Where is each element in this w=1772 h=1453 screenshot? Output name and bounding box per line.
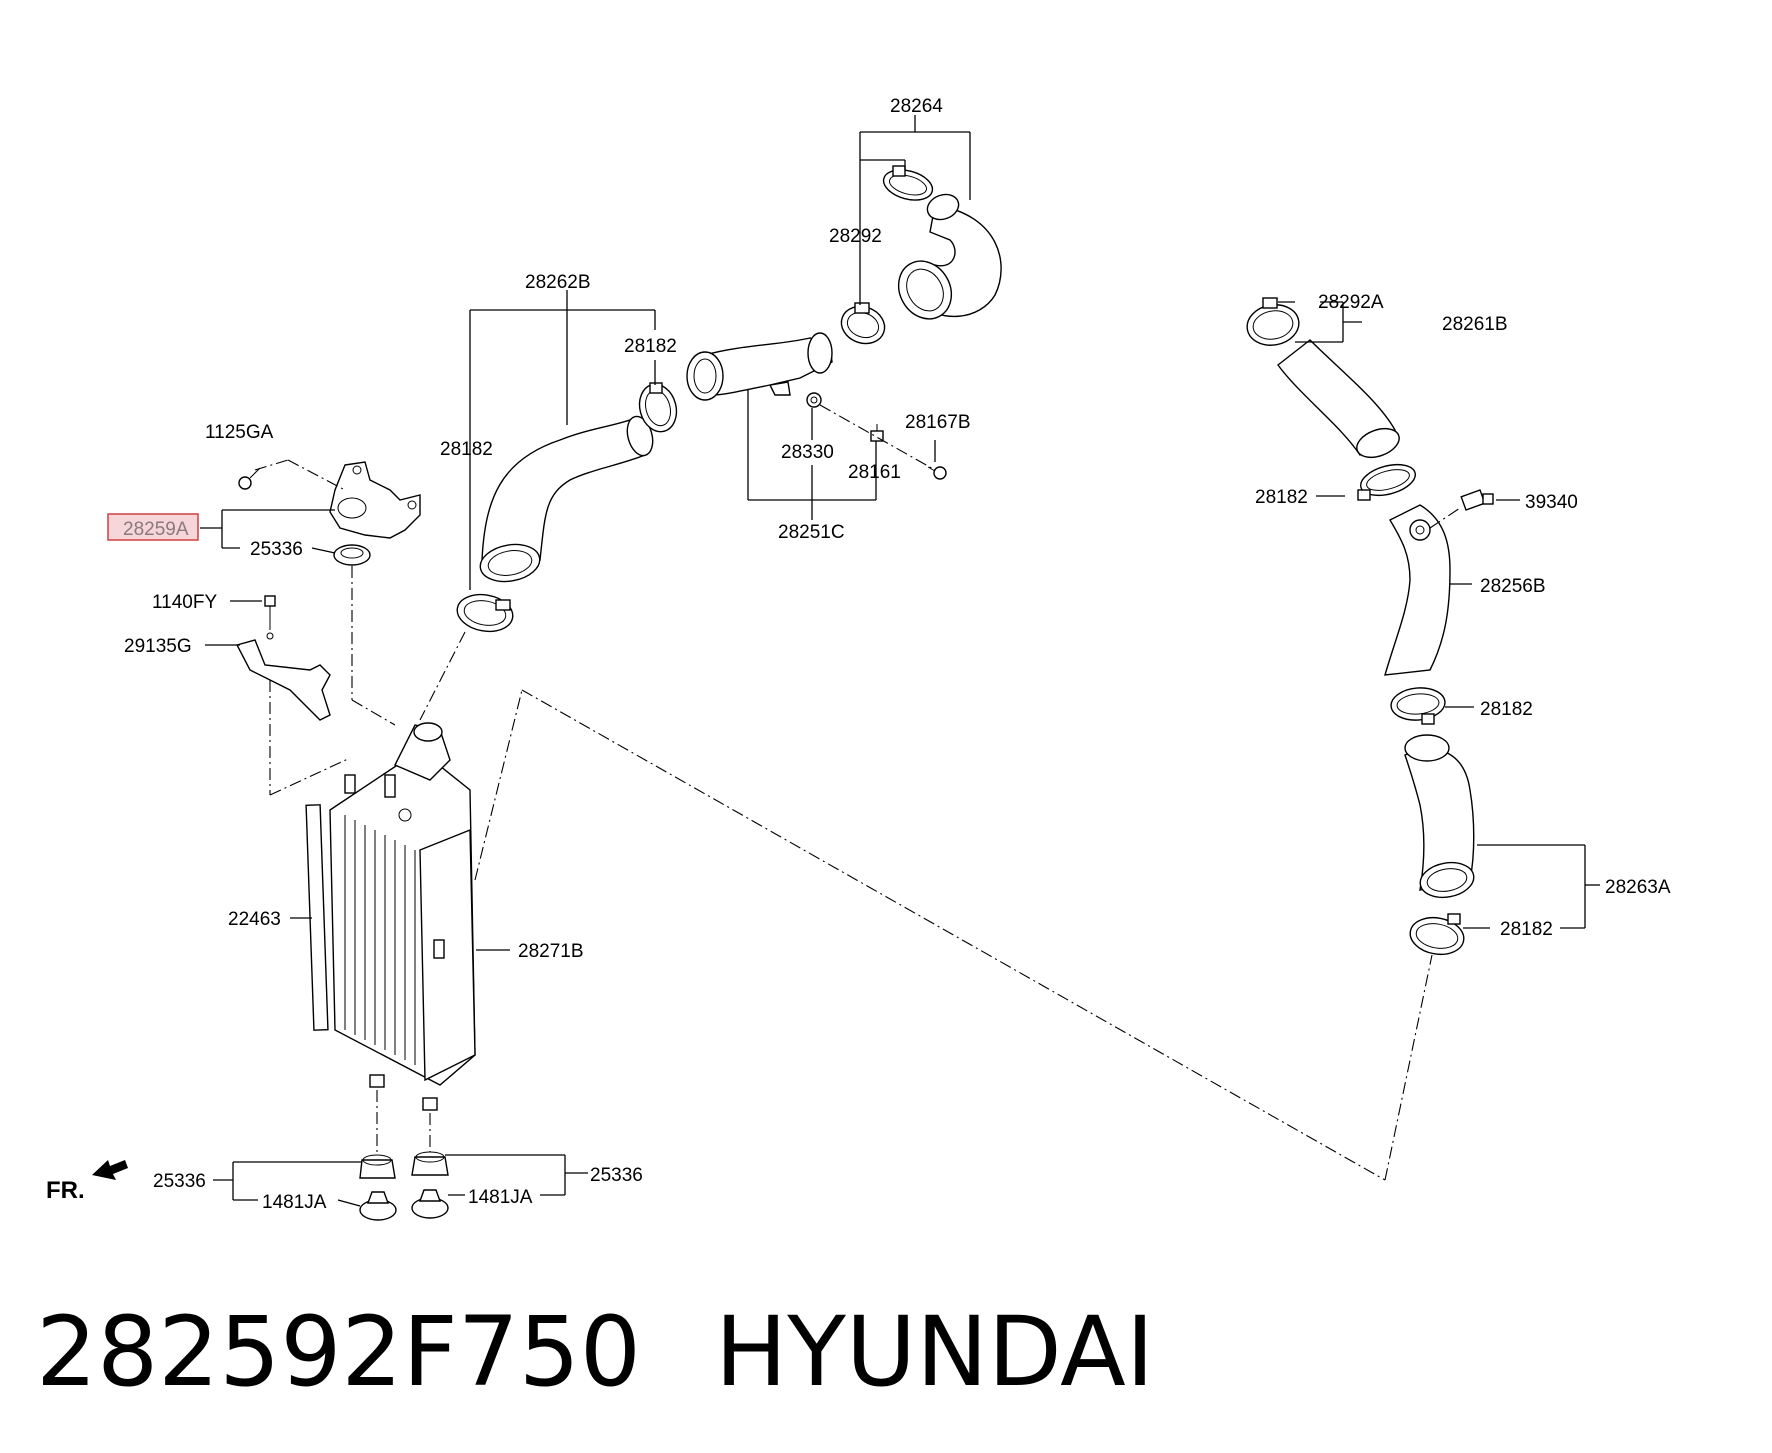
label-28182-right-2: 28182 (1480, 699, 1533, 720)
deflector-29135g (235, 639, 351, 796)
label-28259a: 28259A (123, 519, 189, 540)
clamp-28292a (1246, 297, 1300, 346)
grommet-25336-top (333, 544, 396, 726)
label-28182-left: 28182 (440, 439, 493, 460)
label-28182-top: 28182 (624, 336, 677, 357)
clamp-28182-upper (638, 382, 678, 433)
label-28182-right-3: 28182 (1500, 919, 1553, 940)
clamp-28182-right-3 (1409, 913, 1465, 956)
label-1481ja-left: 1481JA (262, 1192, 327, 1213)
front-arrow-icon (92, 1160, 128, 1180)
grommet-25336-bottom-right (411, 1113, 449, 1176)
label-28256b: 28256B (1480, 576, 1546, 597)
leader-lines (200, 115, 1600, 1207)
hose-28263a (1404, 734, 1475, 899)
label-28182-right-1: 28182 (1255, 487, 1308, 508)
pipe-28256b (1384, 504, 1451, 676)
label-28262b: 28262B (525, 272, 591, 293)
bushing-1481ja-right (411, 1189, 449, 1219)
intercooler-fins (344, 815, 416, 1065)
elbow-hose-28264 (897, 193, 1002, 320)
hose-28261b (1277, 339, 1400, 459)
caption: 282592F750 HYUNDAI (36, 1296, 1154, 1408)
label-28251c: 28251C (778, 522, 845, 543)
part-number: 282592F750 (36, 1296, 641, 1408)
label-28264: 28264 (890, 96, 943, 117)
label-28292a: 28292A (1318, 292, 1384, 313)
front-label: FR. (46, 1177, 85, 1204)
highlight-box-28259a (107, 513, 199, 541)
pipe-28251c (686, 332, 833, 401)
bolt-1140fy (264, 595, 276, 640)
label-28261b: 28261B (1442, 314, 1508, 335)
bushing-1481ja-left (359, 1191, 397, 1221)
grommet-25336-bottom-left (359, 1090, 396, 1179)
bolt-28167B (819, 404, 947, 480)
label-28271b: 28271B (518, 941, 584, 962)
bolt-28161 (870, 424, 884, 442)
label-1125ga: 1125GA (205, 422, 274, 443)
clamp-28182-right-2 (1390, 687, 1446, 725)
label-28263a: 28263A (1605, 877, 1671, 898)
routing-lines (419, 631, 1433, 1181)
label-28330: 28330 (781, 442, 834, 463)
label-1481ja-right: 1481JA (468, 1187, 533, 1208)
label-28167b: 28167B (905, 412, 971, 433)
intercooler-assembly (305, 722, 476, 1111)
sensor-39340 (1429, 489, 1494, 529)
bracket-28259a (329, 461, 421, 539)
clamp-28182-lower (456, 593, 514, 633)
label-28161: 28161 (848, 462, 901, 483)
front-direction-indicator: FR. (46, 1160, 128, 1204)
label-25336-top: 25336 (250, 539, 303, 560)
label-1140fy: 1140FY (152, 592, 217, 613)
brand-name: HYUNDAI (715, 1296, 1154, 1408)
nut-28330 (806, 392, 822, 408)
bolt-1125ga (238, 459, 346, 491)
label-22463: 22463 (228, 909, 281, 930)
label-29135g: 29135G (124, 636, 192, 657)
clamp-28292 (840, 302, 886, 345)
label-25336-bottom-left: 25336 (153, 1171, 206, 1192)
label-39340: 39340 (1525, 492, 1578, 513)
label-28292: 28292 (829, 226, 882, 247)
part-labels: 28264 28292 28262B 28182 28182 1125GA 28… (107, 96, 1671, 1213)
label-25336-bottom-right: 25336 (590, 1165, 643, 1186)
clamp-28264 (882, 165, 934, 201)
clamp-28182-right-1 (1357, 463, 1416, 501)
hose-28262b (479, 415, 654, 583)
